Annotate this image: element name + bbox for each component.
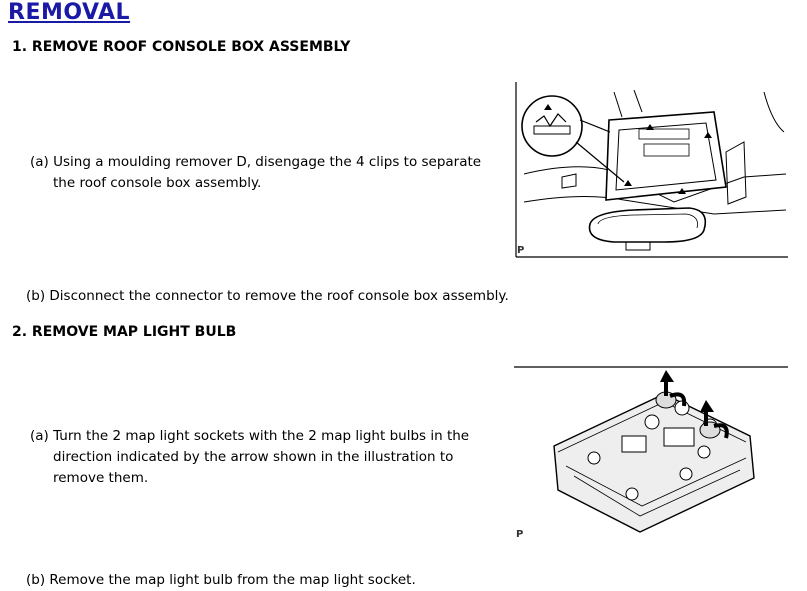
step-2a-line3: remove them. [53, 470, 149, 486]
step-1b-text: (b) Disconnect the connector to remove t… [26, 286, 509, 307]
step-2b-line1: Remove the map light bulb from the map l… [49, 572, 416, 588]
step-1a-text: (a) Using a moulding remover D, disengag… [30, 152, 481, 194]
step-1a-line1: Using a moulding remover D, disengage th… [53, 154, 482, 170]
step-1b-line1: Disconnect the connector to remove the r… [49, 288, 509, 304]
map-light-drawing [514, 366, 788, 533]
step-2a-label: (a) [30, 428, 49, 444]
step-1a-label: (a) [30, 154, 49, 170]
page-title: REMOVAL [8, 0, 131, 25]
step-1b-label: (b) [26, 288, 46, 304]
step-2b-label: (b) [26, 572, 46, 588]
step-2-figure-label: P [516, 529, 524, 540]
roof-console-illustration: P [514, 82, 788, 258]
step-2b-text: (b) Remove the map light bulb from the m… [26, 570, 416, 591]
step-2a-text: (a) Turn the 2 map light sockets with th… [30, 426, 469, 489]
step-2-heading: 2. REMOVE MAP LIGHT BULB [12, 324, 237, 340]
roof-console-drawing [515, 82, 788, 258]
step-2a-line2: direction indicated by the arrow shown i… [53, 449, 454, 465]
step-1-figure-label: P [517, 245, 525, 256]
step-2a-line1: Turn the 2 map light sockets with the 2 … [53, 428, 470, 444]
step-1-heading: 1. REMOVE ROOF CONSOLE BOX ASSEMBLY [12, 39, 351, 55]
step-1a-line2: the roof console box assembly. [53, 175, 262, 191]
map-light-illustration: P [514, 366, 788, 544]
